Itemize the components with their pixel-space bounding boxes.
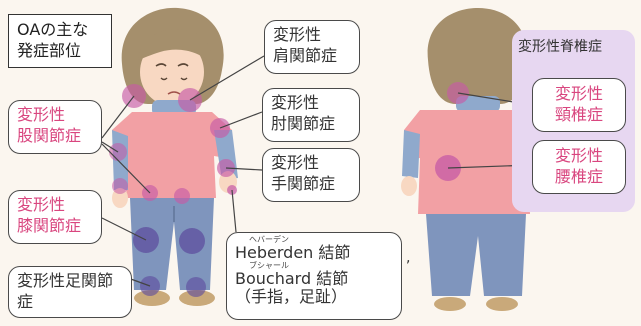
label-cervical-line-1: 変形性 <box>539 83 619 104</box>
label-lumbar: 変形性 腰椎症 <box>532 140 626 194</box>
label-ankle-line-1: 変形性足関節 <box>17 270 123 291</box>
label-cervical-line-2: 頸椎症 <box>539 104 619 125</box>
label-lumbar-line-2: 腰椎症 <box>539 166 619 187</box>
label-hip-line-2: 股関節症 <box>17 125 93 146</box>
wrist-left-dot <box>112 178 128 194</box>
label-knee: 変形性 膝関節症 <box>8 190 102 244</box>
title-line-2: 発症部位 <box>17 40 103 61</box>
label-ankle-line-2: 症 <box>17 291 123 312</box>
label-hip-line-1: 変形性 <box>17 104 93 125</box>
stray-comma: , <box>406 250 410 266</box>
label-wrist-line-2: 手関節症 <box>271 173 351 194</box>
hip-right-dot <box>174 188 190 204</box>
bouchard-text: Bouchard 結節 <box>235 270 393 287</box>
label-wrist-line-1: 変形性 <box>271 152 351 173</box>
ankle-right-dot <box>186 277 206 297</box>
label-lumbar-line-1: 変形性 <box>539 145 619 166</box>
knee-right-dot <box>179 228 205 254</box>
label-elbow-line-2: 肘関節症 <box>271 113 351 134</box>
label-wrist: 変形性 手関節症 <box>262 148 360 202</box>
label-knee-line-1: 変形性 <box>17 194 93 215</box>
label-finger: ヘバーデン Heberden 結節 ブシャール Bouchard 結節 （手指，… <box>226 232 402 320</box>
label-hip: 変形性 股関節症 <box>8 100 102 154</box>
label-elbow-line-1: 変形性 <box>271 92 351 113</box>
label-shoulder: 変形性 肩関節症 <box>264 20 360 74</box>
diagram-title: OAの主な 発症部位 <box>8 14 112 68</box>
label-ankle: 変形性足関節 症 <box>8 266 132 318</box>
label-shoulder-line-1: 変形性 <box>273 24 351 45</box>
spine-panel-title: 変形性脊椎症 <box>518 36 602 56</box>
front-figure <box>112 8 238 306</box>
heberden-text: Heberden 結節 <box>235 244 393 261</box>
label-elbow: 変形性 肘関節症 <box>262 88 360 142</box>
finger-note: （手指，足趾） <box>235 287 393 306</box>
label-knee-line-2: 膝関節症 <box>17 215 93 236</box>
label-shoulder-line-2: 肩関節症 <box>273 45 351 66</box>
title-line-1: OAの主な <box>17 19 103 40</box>
label-cervical: 変形性 頸椎症 <box>532 78 626 132</box>
